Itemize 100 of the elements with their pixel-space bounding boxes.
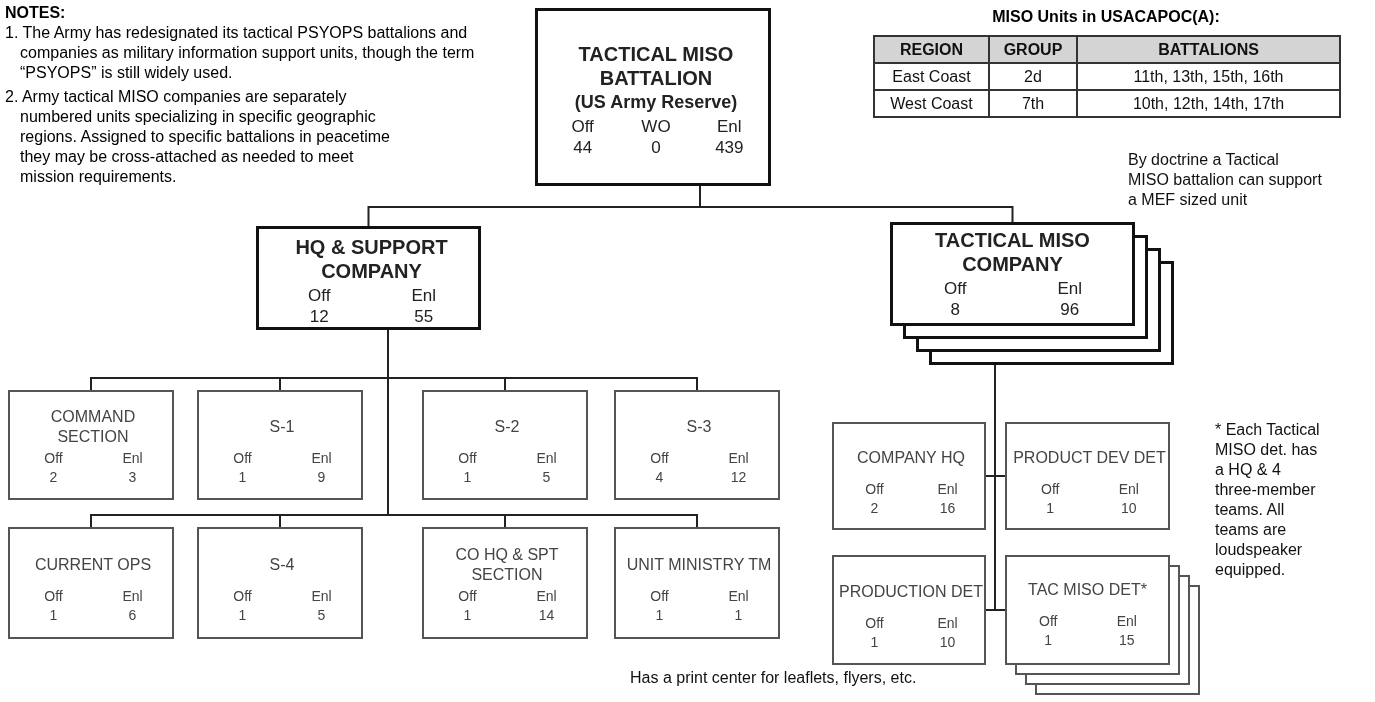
column-header: Off	[308, 285, 331, 306]
personnel-count: 12	[730, 468, 747, 487]
personnel-count: 9	[317, 468, 326, 487]
column-header: Enl	[536, 449, 557, 468]
column-header: Off	[1039, 612, 1058, 631]
personnel-count: 1	[463, 606, 472, 625]
personnel-count: 4	[655, 468, 664, 487]
connector-line	[994, 364, 1006, 611]
unit-title: TAC MISO DET*	[1028, 580, 1147, 600]
column-header: GROUP	[989, 36, 1077, 63]
column-header: Off	[650, 587, 669, 606]
unit-box	[832, 555, 986, 665]
column-header: Off	[458, 449, 477, 468]
column-header: Enl	[1057, 278, 1083, 299]
unit-title: COMMAND SECTION	[49, 407, 137, 447]
personnel-count: 96	[1060, 299, 1080, 320]
table-cell: 2d	[989, 63, 1077, 90]
column-header: Enl	[122, 587, 143, 606]
personnel-count: 6	[128, 606, 137, 625]
unit-box	[256, 226, 481, 330]
unit-box	[614, 527, 780, 639]
column-header: Enl	[311, 587, 332, 606]
column-header: Enl	[728, 449, 749, 468]
personnel-count: 14	[538, 606, 555, 625]
note-text: By doctrine a Tactical MISO battalion can support a MEF sized unit	[1128, 150, 1323, 210]
unit-title: PRODUCTION DET	[839, 582, 983, 602]
personnel-count: 1	[1044, 631, 1053, 650]
table-title: MISO Units in USACAPOC(A):	[991, 8, 1221, 26]
unit-box	[614, 390, 780, 500]
column-header: Off	[44, 587, 63, 606]
personnel-count: 15	[1118, 631, 1135, 650]
unit-title: S-2	[494, 417, 520, 437]
column-header: Off	[1041, 480, 1060, 499]
unit-title: HQ & SUPPORT COMPANY	[294, 235, 449, 283]
connector-line	[699, 185, 1014, 223]
unit-title: COMPANY HQ	[857, 448, 965, 468]
stacked-box	[1005, 555, 1200, 695]
column-header: Off	[865, 614, 884, 633]
column-header: Enl	[937, 480, 958, 499]
note-text: * Each Tactical MISO det. has a HQ & 4 three-member teams. All teams are loudspeaker equipped.	[1215, 420, 1320, 580]
column-header: Off	[944, 278, 967, 299]
personnel-count: 1	[1046, 499, 1055, 518]
column-header: Enl	[122, 449, 143, 468]
stacked-box	[890, 222, 1174, 365]
unit-title: S-4	[269, 555, 295, 575]
personnel-count: 1	[734, 606, 743, 625]
note-text: 1. The Army has redesignated its tactical PSYOPS battalions and companies as military information support units, though the term “PSYOPS” is still widely used.	[5, 23, 476, 83]
column-header: Enl	[1116, 612, 1137, 631]
unit-title: (US Army Reserve)	[574, 91, 738, 114]
unit-title: PRODUCT DEV DET	[1013, 448, 1166, 468]
unit-box	[535, 8, 771, 186]
personnel-count: 12	[309, 306, 329, 327]
note-text: Has a print center for leaflets, flyers, etc.	[630, 668, 918, 688]
column-header: Enl	[411, 285, 437, 306]
personnel-count: 2	[49, 468, 58, 487]
column-header: Enl	[728, 587, 749, 606]
unit-title: UNIT MINISTRY TM	[626, 555, 772, 575]
personnel-count: 10	[1120, 499, 1137, 518]
column-header: Enl	[937, 614, 958, 633]
personnel-count: 1	[463, 468, 472, 487]
personnel-count: 5	[317, 606, 326, 625]
table-cell: East Coast	[874, 63, 989, 90]
personnel-count: 1	[238, 606, 247, 625]
unit-title: TACTICAL MISO COMPANY	[934, 228, 1091, 276]
unit-box	[422, 390, 588, 500]
personnel-count: 3	[128, 468, 137, 487]
unit-box	[197, 390, 363, 500]
personnel-count: 1	[238, 468, 247, 487]
column-header: BATTALIONS	[1077, 36, 1340, 63]
table-cell: 11th, 13th, 15th, 16th	[1077, 63, 1340, 90]
unit-box	[832, 422, 986, 530]
column-header: Off	[233, 449, 252, 468]
column-header: Enl	[1118, 480, 1139, 499]
unit-title: CO HQ & SPT SECTION	[454, 545, 560, 585]
personnel-count: 439	[715, 137, 744, 158]
note-text: 2. Army tactical MISO companies are separately numbered units specializing in specific geographic regions. Assigned to specific battalions in peacetime they may be cross-attached as needed to meet mission requirements.	[5, 87, 391, 187]
column-header: Enl	[311, 449, 332, 468]
personnel-count: 1	[655, 606, 664, 625]
column-header: WO	[641, 116, 671, 137]
column-header: Off	[650, 449, 669, 468]
unit-title: CURRENT OPS	[34, 555, 152, 575]
personnel-count: 8	[950, 299, 960, 320]
table-cell: West Coast	[874, 90, 989, 117]
personnel-count: 10	[939, 633, 956, 652]
column-header: Off	[44, 449, 63, 468]
table-cell: 10th, 12th, 14th, 17th	[1077, 90, 1340, 117]
column-header: Off	[458, 587, 477, 606]
unit-box	[8, 527, 174, 639]
column-header: REGION	[874, 36, 989, 63]
table-cell: 7th	[989, 90, 1077, 117]
column-header: Off	[865, 480, 884, 499]
column-header: Off	[233, 587, 252, 606]
personnel-count: 5	[542, 468, 551, 487]
unit-box	[8, 390, 174, 500]
personnel-count: 0	[651, 137, 661, 158]
unit-box	[1005, 422, 1170, 530]
column-header: Enl	[717, 116, 742, 137]
unit-title: TACTICAL MISO BATTALION	[577, 42, 735, 90]
unit-title: S-3	[686, 417, 712, 437]
personnel-count: 44	[573, 137, 593, 158]
